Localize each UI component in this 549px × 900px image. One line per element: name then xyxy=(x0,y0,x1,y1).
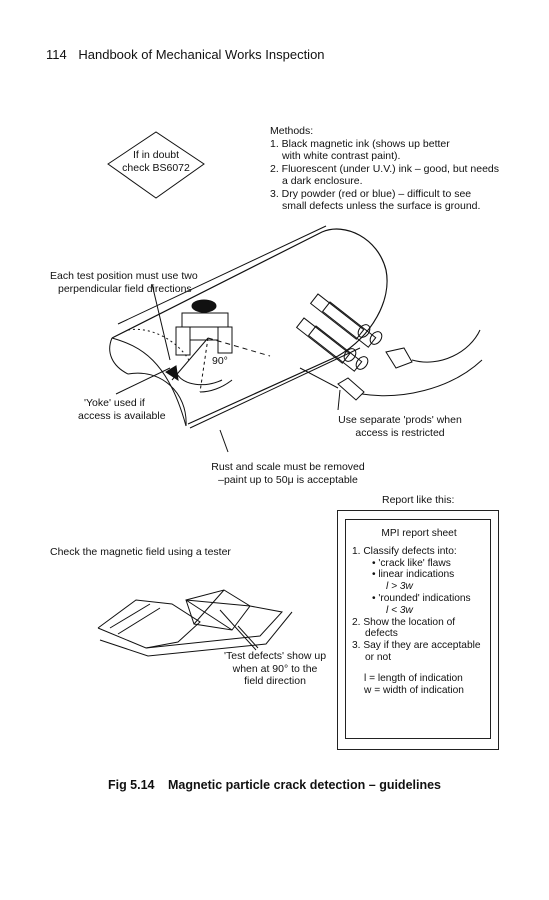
report-rounded-cond: l < 3w xyxy=(386,604,413,616)
report-title: MPI report sheet xyxy=(381,528,457,539)
test-position-line1: Each test position must use two xyxy=(50,270,198,282)
report-step3-line2: or not xyxy=(365,651,392,663)
report-crack: • 'crack like' flaws xyxy=(372,557,451,569)
report-like-label: Report like this: xyxy=(382,494,455,506)
test-defects-line3: field direction xyxy=(244,675,306,687)
prods-line2: access is restricted xyxy=(355,426,445,439)
prods-icon xyxy=(295,293,483,401)
report-sheet xyxy=(337,510,499,750)
report-content: MPI report sheet 1. Classify defects int… xyxy=(352,528,486,696)
report-legend-l: l = length of indication xyxy=(364,672,463,684)
method-3-line2: small defects unless the surface is grou… xyxy=(282,200,481,212)
pipe-end-inner xyxy=(127,372,187,427)
report-linear: • linear indications xyxy=(372,569,455,581)
doubt-diamond xyxy=(107,131,205,199)
methods-list: Methods: 1. Black magnetic ink (shows up… xyxy=(270,125,510,213)
doubt-note-line2: check BS6072 xyxy=(122,161,190,174)
prods-label: Use separate 'prods' when access is rest… xyxy=(330,414,470,439)
method-1-line1: 1. Black magnetic ink (shows up better xyxy=(270,137,450,150)
doubt-note-line1: If in doubt xyxy=(132,149,180,161)
pipe-body xyxy=(111,228,388,425)
rust-line1: Rust and scale must be removed xyxy=(211,461,365,473)
angle-label: 90° xyxy=(212,355,228,367)
test-defects-line2: when at 90° to the xyxy=(232,662,318,675)
check-field-label: Check the magnetic field using a tester xyxy=(50,546,231,558)
test-defects-line1: 'Test defects' show up xyxy=(223,650,327,662)
page-header: 114 Handbook of Mechanical Works Inspect… xyxy=(46,47,325,62)
prods-line1: Use separate 'prods' when xyxy=(338,414,462,426)
report-step2-line1: 2. Show the location of xyxy=(352,616,456,628)
report-legend-w: w = width of indication xyxy=(364,684,464,696)
book-title: Handbook of Mechanical Works Inspection xyxy=(78,47,325,62)
report-linear-cond: l > 3w xyxy=(386,581,413,593)
report-rounded: • 'rounded' indications xyxy=(372,592,471,604)
method-3-line1: 3. Dry powder (red or blue) – difficult … xyxy=(270,187,472,200)
yoke-icon xyxy=(175,299,233,356)
method-2-line1: 2. Fluorescent (under U.V.) ink – good, … xyxy=(270,162,500,175)
figure-title: Magnetic particle crack detection – guid… xyxy=(168,778,442,792)
yoke-line2: access is available xyxy=(78,409,166,422)
report-step2-line2: defects xyxy=(365,628,398,640)
report-step3-line1: 3. Say if they are acceptable xyxy=(352,640,481,652)
rust-label: Rust and scale must be removed –paint up… xyxy=(204,461,372,486)
test-position-label: Each test position must use two perpendi… xyxy=(50,270,240,295)
method-2-line2: a dark enclosure. xyxy=(282,175,363,187)
yoke-line1: 'Yoke' used if xyxy=(84,397,145,409)
pipe-end-outer xyxy=(109,337,129,375)
rust-line2: –paint up to 50μ is acceptable xyxy=(218,473,358,486)
tester-icon xyxy=(97,589,293,657)
method-item: 2. Fluorescent (under U.V.) ink – good, … xyxy=(270,163,510,188)
page-number: 114 xyxy=(46,47,67,62)
figure-caption: Fig 5.14 Magnetic particle crack detecti… xyxy=(0,778,549,792)
method-1-line2: with white contrast paint). xyxy=(282,150,401,162)
figure-number: Fig 5.14 xyxy=(107,778,155,792)
test-defects-label: 'Test defects' show up when at 90° to th… xyxy=(218,650,332,688)
methods-title: Methods: xyxy=(270,125,314,137)
test-position-line2: perpendicular field directions xyxy=(58,282,192,295)
report-step1: 1. Classify defects into: xyxy=(352,545,457,557)
yoke-label: 'Yoke' used if access is available xyxy=(78,397,198,422)
method-item: 3. Dry powder (red or blue) – difficult … xyxy=(270,188,510,213)
report-sheet-inner xyxy=(345,519,491,739)
method-item: 1. Black magnetic ink (shows up better w… xyxy=(270,138,510,163)
angle-arc-arrow xyxy=(199,379,233,393)
doubt-note: If in doubt check BS6072 xyxy=(116,149,196,174)
